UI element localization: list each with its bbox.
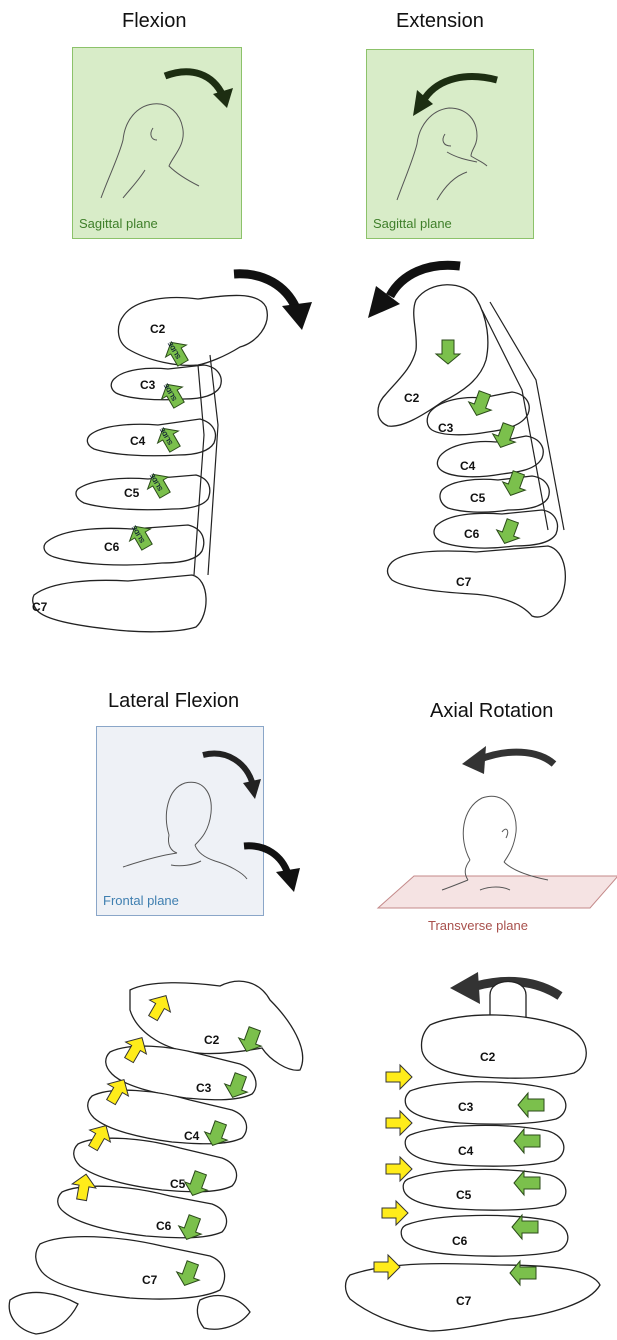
extension-label-c5: C5: [470, 491, 486, 505]
lateral-flexion-title: Lateral Flexion: [108, 690, 239, 713]
flexion-label-c6: C6: [104, 540, 120, 554]
lateral-shoulder-left: [9, 1292, 78, 1334]
extension-c7-vertebra: [388, 546, 566, 617]
axial-label-c2: C2: [480, 1050, 496, 1064]
lateral-label-c6: C6: [156, 1219, 172, 1233]
axial-yellow-arrow-1: [386, 1065, 412, 1089]
axial-label-c6: C6: [452, 1234, 468, 1248]
extension-c5-vertebra: [440, 476, 549, 512]
lateral-label-c7: C7: [142, 1273, 158, 1287]
frontal-plane-label: Frontal plane: [103, 893, 179, 908]
axial-rotation-title: Axial Rotation: [430, 700, 553, 723]
extension-spine: C2 C3 C4 C5 C6 C7: [372, 280, 592, 640]
flexion-c4-vertebra: [87, 419, 215, 456]
extension-title: Extension: [396, 10, 484, 33]
axial-rotation-spine: C2 C3 C4 C5 C6 C7: [330, 975, 610, 1335]
flexion-c5-vertebra: [76, 475, 210, 510]
flexion-label-c3: C3: [140, 378, 156, 392]
lateral-label-c3: C3: [196, 1081, 212, 1095]
flexion-c2-vertebra: [118, 295, 267, 365]
lateral-label-c2: C2: [204, 1033, 220, 1047]
flexion-spine: C2 C3 C4 C5 C6 C7 SLIDE SLIDE SLIDE SLID…: [28, 285, 288, 645]
transverse-plane-diagram: [378, 740, 617, 910]
axial-yellow-arrow-4: [382, 1201, 408, 1225]
extension-label-c3: C3: [438, 421, 454, 435]
extension-label-c7: C7: [456, 575, 472, 589]
extension-c4-vertebra: [437, 436, 543, 477]
axial-label-c7: C7: [456, 1294, 472, 1308]
flexion-c7-vertebra: [33, 575, 206, 632]
flexion-c6-vertebra: [44, 525, 204, 565]
flexion-label-c5: C5: [124, 486, 140, 500]
lateral-flexion-spine: C2 C3 C4 C5 C6 C7: [0, 960, 310, 1340]
axial-label-c3: C3: [458, 1100, 474, 1114]
transverse-plane-label: Transverse plane: [428, 918, 528, 933]
lateral-label-c4: C4: [184, 1129, 200, 1143]
flexion-label-c4: C4: [130, 434, 146, 448]
lateral-flexion-motion-arrow: [240, 838, 310, 898]
extension-label-c4: C4: [460, 459, 476, 473]
extension-head-sketch: [367, 50, 535, 240]
extension-label-c6: C6: [464, 527, 480, 541]
axial-c7-vertebra: [346, 1264, 601, 1331]
lateral-shoulder-right: [197, 1296, 250, 1330]
flexion-label-c2: C2: [150, 322, 166, 336]
axial-yellow-arrow-2: [386, 1111, 412, 1135]
axial-label-c5: C5: [456, 1188, 472, 1202]
extension-sagittal-plane-box: Sagittal plane: [366, 49, 534, 239]
flexion-title: Flexion: [122, 10, 186, 33]
extension-label-c2: C2: [404, 391, 420, 405]
axial-c5-vertebra: [403, 1169, 566, 1210]
flexion-sagittal-plane-box: Sagittal plane: [72, 47, 242, 239]
axial-yellow-arrow-3: [386, 1157, 412, 1181]
lateral-label-c5: C5: [170, 1177, 186, 1191]
axial-label-c4: C4: [458, 1144, 474, 1158]
flexion-head-sketch: [73, 48, 243, 240]
flexion-label-c7: C7: [32, 600, 48, 614]
axial-c6-vertebra: [401, 1215, 568, 1256]
flexion-plane-label: Sagittal plane: [79, 216, 158, 231]
axial-c2-vertebra: [421, 1015, 586, 1078]
extension-plane-label: Sagittal plane: [373, 216, 452, 231]
frontal-plane-box: Frontal plane: [96, 726, 264, 916]
axial-dens: [490, 982, 526, 1020]
